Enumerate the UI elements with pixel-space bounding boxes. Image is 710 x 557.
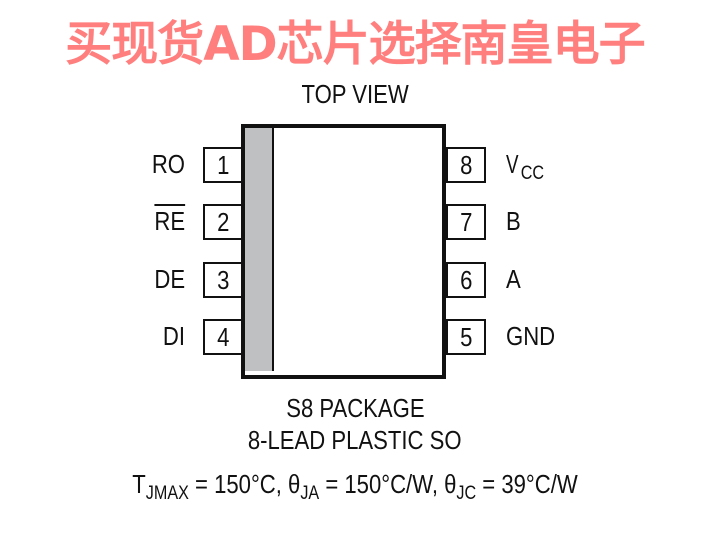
thermal-specs: TJMAX = 150°C, θJA = 150°C/W, θJC = 39°C… (132, 469, 578, 504)
pin-label-de: DE (154, 264, 185, 294)
pin-5: 5 (446, 319, 486, 355)
pin-label-b: B (506, 206, 521, 236)
pin1-indicator-strip (245, 128, 274, 371)
pin-4: 4 (203, 319, 243, 355)
pin-label-gnd: GND (506, 321, 556, 351)
pin-8: 8 (446, 147, 486, 183)
pin-3: 3 (203, 262, 243, 298)
pin-1: 1 (203, 147, 243, 183)
package-description: 8-LEAD PLASTIC SO (248, 425, 462, 455)
pin-2: 2 (203, 204, 243, 240)
watermark-banner: 买现货AD芯片选择南皇电子 (65, 17, 645, 72)
pin-label-di: DI (162, 321, 185, 351)
chip-body (241, 124, 446, 379)
pin-label-ro: RO (151, 149, 185, 179)
pin-label-a: A (506, 264, 521, 294)
view-title: TOP VIEW (301, 79, 409, 109)
pin-label-re: RE (154, 206, 185, 236)
pin-6: 6 (446, 262, 486, 298)
pin-7: 7 (446, 204, 486, 240)
package-name: S8 PACKAGE (285, 393, 425, 423)
